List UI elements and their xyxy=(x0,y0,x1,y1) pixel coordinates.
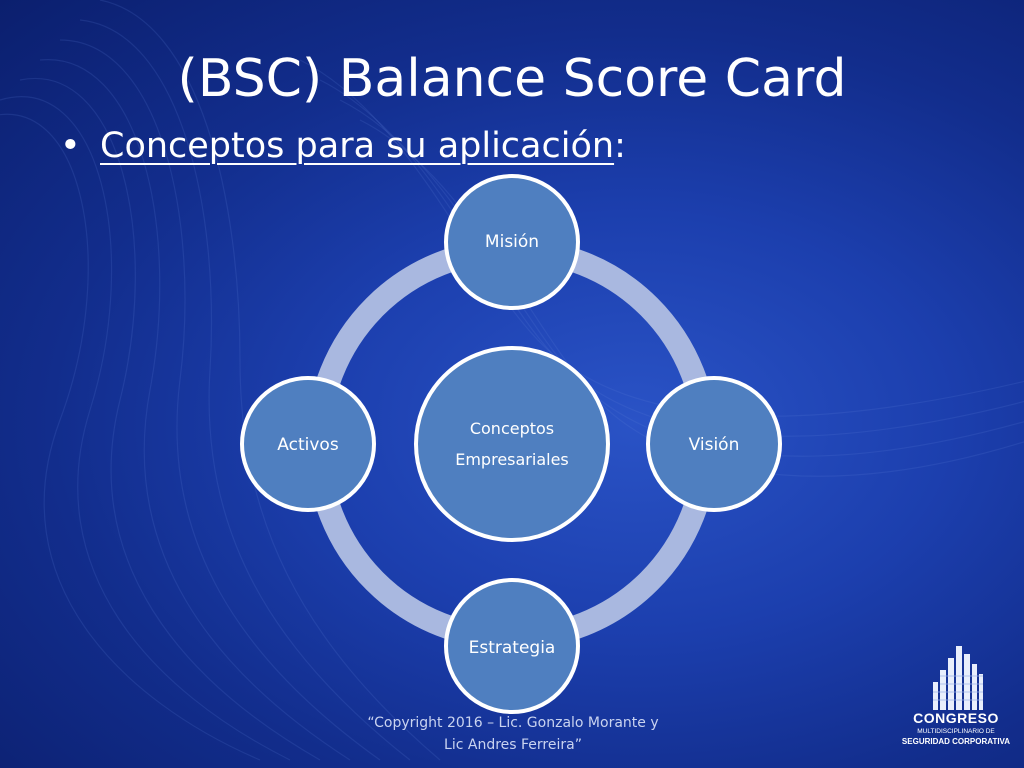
logo-text-multidisciplinario: MULTIDISCIPLINARIO DE xyxy=(917,728,995,735)
node-estrategia: Estrategia xyxy=(444,578,580,714)
node-mision: Misión xyxy=(444,174,580,310)
node-mision-label: Misión xyxy=(485,232,539,252)
footer-line-1: “Copyright 2016 – Lic. Gonzalo Morante y xyxy=(367,715,659,731)
footer-line-2: Lic Andres Ferreira” xyxy=(444,737,582,753)
bullet-suffix: : xyxy=(614,126,626,166)
node-activos-label: Activos xyxy=(277,435,339,455)
center-node-label-2: Empresariales xyxy=(455,450,569,469)
congreso-logo: CONGRESO MULTIDISCIPLINARIO DE SEGURIDAD… xyxy=(900,640,1012,760)
node-estrategia-label: Estrategia xyxy=(469,638,556,658)
node-activos: Activos xyxy=(240,376,376,512)
node-vision-label: Visión xyxy=(689,435,740,455)
building-logo-icon xyxy=(933,646,983,710)
slide-title: (BSC) Balance Score Card xyxy=(177,49,847,109)
node-vision: Visión xyxy=(646,376,782,512)
bullet-item: • Conceptos para su aplicación: xyxy=(60,122,626,170)
center-node-label-1: Conceptos xyxy=(470,419,554,438)
copyright-footer: “Copyright 2016 – Lic. Gonzalo Morante y… xyxy=(330,712,696,756)
logo-text-congreso: CONGRESO xyxy=(913,710,999,726)
bullet-point-icon: • xyxy=(60,126,81,166)
logo-text-seguridad: SEGURIDAD CORPORATIVA xyxy=(901,737,1011,746)
bullet-text: Conceptos para su aplicación xyxy=(100,126,615,166)
center-node: Conceptos Empresariales xyxy=(414,346,610,542)
